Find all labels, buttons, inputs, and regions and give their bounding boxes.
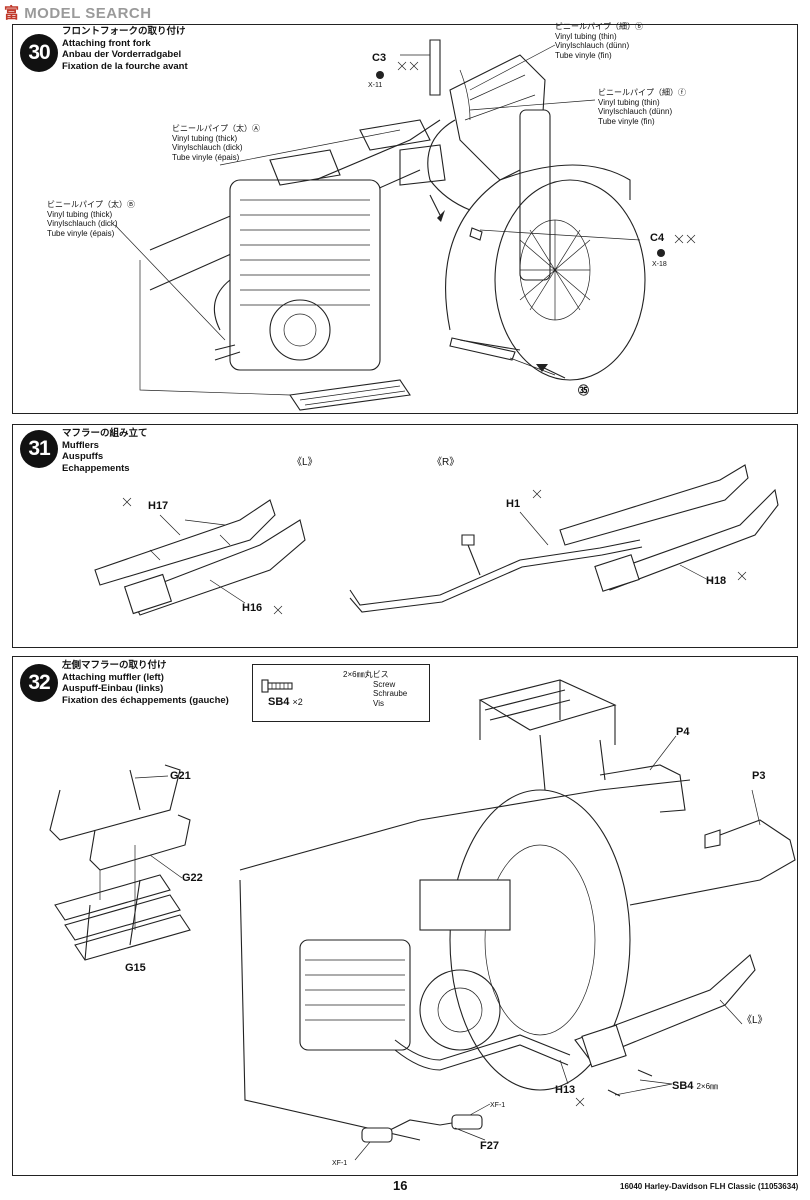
watermark: 富 MODEL SEARCH bbox=[4, 5, 152, 22]
part-h16: H16 bbox=[242, 602, 263, 614]
tube-A-label: ビニールパイプ（太）Ⓐ Vinyl tubing (thick) Vinylsc… bbox=[172, 124, 260, 162]
footer-product: 16040 Harley-Davidson FLH Classic (11053… bbox=[620, 1182, 799, 1191]
xf1-label-top: XF-1 bbox=[490, 1102, 506, 1109]
part-h1: H1 bbox=[506, 498, 521, 510]
screw-code: SB4 ×2 bbox=[268, 696, 303, 708]
step-30-number: 30 bbox=[20, 34, 58, 72]
step-30-panel bbox=[12, 24, 798, 414]
part-p3: P3 bbox=[752, 770, 766, 782]
step-30-illustration bbox=[114, 39, 696, 411]
step-32-panel bbox=[12, 656, 798, 1176]
step-ref-35: ㉟ bbox=[578, 385, 589, 397]
part-c4-qty: X-18 bbox=[652, 261, 667, 268]
tube-b-label: ビニールパイプ（細）ⓑ Vinyl tubing (thin) Vinylsch… bbox=[555, 22, 643, 60]
part-c3: C3 bbox=[372, 52, 387, 64]
part-g15: G15 bbox=[125, 962, 146, 974]
step-31-number: 31 bbox=[20, 430, 58, 468]
part-h13: H13 bbox=[555, 1084, 576, 1096]
left-tag: 《L》 bbox=[292, 457, 318, 468]
right-tag: 《R》 bbox=[432, 457, 460, 468]
part-f27: F27 bbox=[480, 1140, 499, 1152]
part-h17: H17 bbox=[148, 500, 169, 512]
page-number: 16 bbox=[393, 1178, 408, 1193]
part-g21: G21 bbox=[170, 770, 191, 782]
tube-B-label: ビニールパイプ（太）Ⓑ Vinyl tubing (thick) Vinylsc… bbox=[47, 200, 135, 238]
part-h18: H18 bbox=[706, 575, 727, 587]
part-p4: P4 bbox=[676, 726, 690, 738]
xf1-label-bottom: XF-1 bbox=[332, 1160, 348, 1167]
step-32-title: 左側マフラーの取り付け Attaching muffler (left) Aus… bbox=[62, 660, 229, 706]
part-c4: C4 bbox=[650, 232, 665, 244]
part-g22: G22 bbox=[182, 872, 203, 884]
screw-legend-icon bbox=[261, 679, 293, 693]
step-30-title: フロントフォークの取り付け Attaching front fork Anbau… bbox=[62, 26, 188, 72]
part-c3-qty: X-11 bbox=[368, 82, 383, 89]
sb4-callout: SB4 2×6㎜ bbox=[672, 1080, 719, 1092]
screw-legend-box bbox=[252, 664, 430, 722]
step-32-number: 32 bbox=[20, 664, 58, 702]
step-31-title: マフラーの組み立て Mufflers Auspuffs Echappements bbox=[62, 428, 148, 474]
step-31-illustration bbox=[94, 464, 779, 616]
step-31-panel bbox=[12, 424, 798, 648]
left-tag-32: 《L》 bbox=[742, 1015, 768, 1026]
screw-description: 2×6㎜丸ビス Screw Schraube Vis bbox=[343, 670, 408, 708]
tube-f-label: ビニールパイプ（細）ⓕ Vinyl tubing (thin) Vinylsch… bbox=[598, 88, 686, 126]
